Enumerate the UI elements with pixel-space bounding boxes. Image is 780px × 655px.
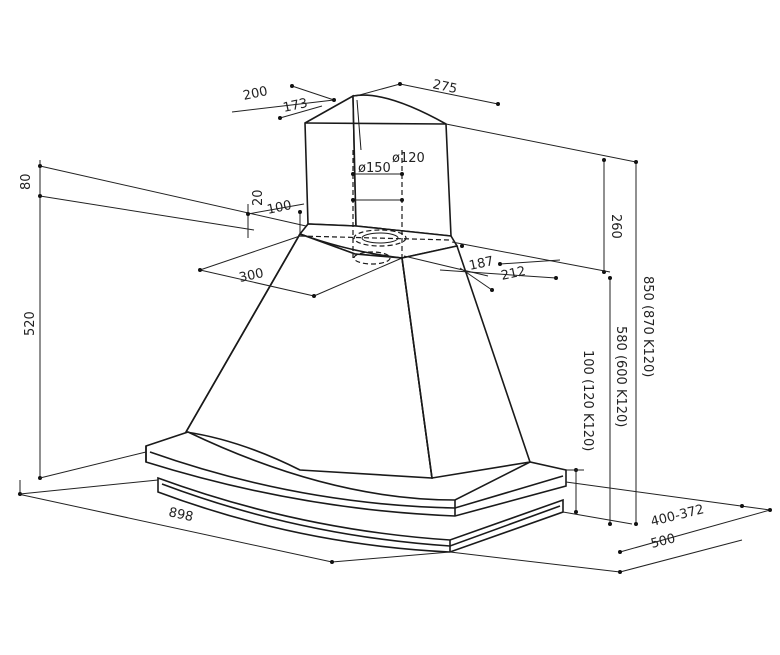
- dim-500: 500: [649, 531, 677, 552]
- dim-100-flange: 100: [266, 198, 293, 218]
- dim-20: 20: [251, 189, 266, 206]
- dim-300: 300: [238, 266, 265, 286]
- cornice-top: [145, 431, 567, 517]
- dim-580: 580 (600 K120): [613, 326, 628, 427]
- dim-850: 850 (870 K120): [640, 276, 655, 377]
- dim-173: 173: [282, 96, 309, 116]
- canopy-left-face: [184, 233, 433, 479]
- dim-520: 520: [23, 311, 38, 336]
- dim-275: 275: [431, 77, 458, 97]
- dim-260: 260: [608, 214, 623, 239]
- dim-o120: ø120: [392, 151, 425, 166]
- dim-212: 212: [500, 264, 527, 284]
- dim-898: 898: [167, 505, 194, 525]
- hood-outline: [145, 94, 567, 553]
- dimension-lines: [17, 82, 772, 574]
- dim-100-base: 100 (120 K120): [580, 350, 595, 451]
- dim-400-372: 400-372: [649, 502, 705, 530]
- chimney-front-face: [304, 94, 357, 227]
- dim-200: 200: [242, 84, 269, 104]
- dim-o150: ø150: [358, 161, 391, 176]
- dim-187: 187: [468, 254, 495, 274]
- dim-80: 80: [19, 173, 34, 190]
